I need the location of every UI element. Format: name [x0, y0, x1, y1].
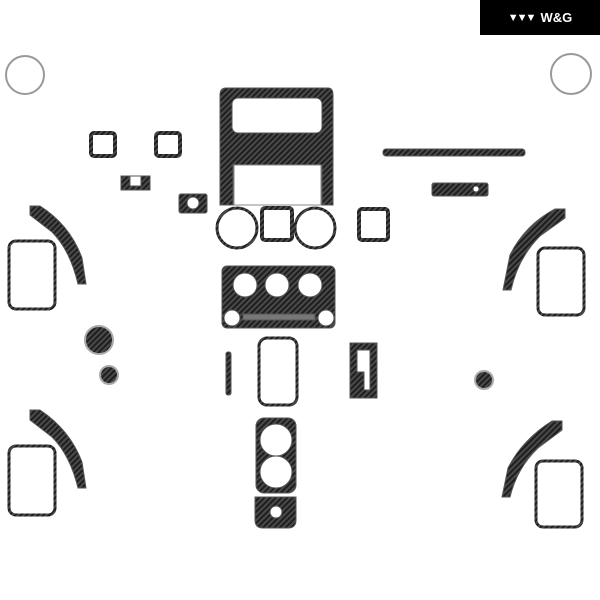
handle-frame-right-lower	[534, 459, 584, 529]
wg-logo-icon: ▼▼▼	[507, 11, 537, 24]
brand-name: W&G	[540, 10, 573, 25]
door-trim-right-upper	[502, 208, 566, 291]
door-trim-left-upper	[29, 205, 87, 285]
climate-panel	[221, 265, 336, 329]
door-trim-left-lower	[29, 409, 87, 489]
ring-left	[5, 55, 45, 95]
shift-gate	[349, 342, 378, 399]
ring-right	[550, 53, 592, 95]
knob-small-left	[99, 365, 119, 385]
handle-frame-right-upper	[536, 246, 586, 317]
vent-ring-right	[293, 206, 337, 250]
thin-strip	[225, 351, 232, 396]
handle-frame-left-upper	[7, 239, 57, 311]
switch-trim	[431, 182, 489, 197]
square-frame-1	[89, 131, 117, 158]
handle-frame-left-lower	[7, 444, 57, 517]
long-strip	[382, 148, 526, 157]
cupholder-trim	[255, 417, 297, 494]
button-trim	[178, 193, 208, 214]
knob-large	[84, 325, 114, 355]
small-trim	[120, 175, 151, 191]
square-frame-2	[154, 131, 182, 158]
door-trim-right-lower	[501, 420, 563, 498]
center-bezel	[219, 87, 334, 206]
vent-ring-left	[215, 206, 259, 250]
knob-small-right	[474, 370, 494, 390]
bottom-trim	[254, 496, 297, 529]
square-frame-right	[357, 207, 390, 242]
shifter-frame	[257, 336, 299, 407]
brand-logo: ▼▼▼ W&G	[480, 0, 600, 35]
center-square	[260, 206, 294, 242]
